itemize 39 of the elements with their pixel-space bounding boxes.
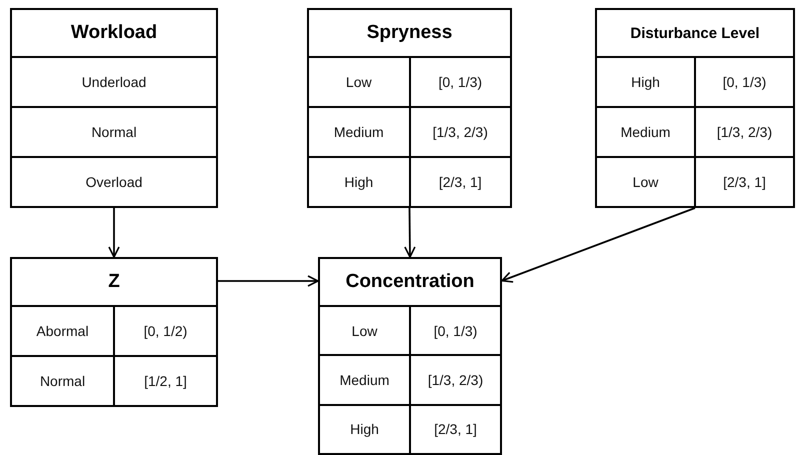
table-title: Spryness	[309, 10, 510, 58]
table-cell-text: Medium	[338, 370, 390, 390]
table-cell-text: Underload	[80, 73, 148, 92]
table-cell-text: Low	[344, 73, 373, 92]
table-cell: [0, 1/3)	[694, 58, 793, 106]
table-box	[595, 8, 795, 208]
table-cell: [2/3, 1]	[409, 406, 500, 453]
table-box	[10, 257, 218, 407]
table-box	[10, 8, 218, 208]
table-cell: [1/3, 2/3)	[694, 108, 793, 156]
table-cell: [0, 1/3)	[408, 58, 510, 106]
table-cell-text: Low	[632, 173, 660, 192]
table-cell: [1/3, 2/3)	[409, 356, 500, 404]
table-cell-text: Medium	[332, 123, 385, 142]
table-cell: [2/3, 1]	[694, 158, 793, 206]
table-cell: [0, 1/3)	[409, 307, 500, 354]
arrow	[218, 275, 319, 287]
arrow	[108, 208, 120, 258]
table-cell-text: Medium	[620, 123, 672, 142]
arrow	[501, 207, 696, 283]
table-cell-text: Normal	[90, 123, 138, 142]
table-title: Z	[12, 259, 216, 307]
table-box	[307, 8, 512, 208]
table-cell: [2/3, 1]	[408, 158, 510, 206]
table-title: Concentration	[320, 259, 500, 307]
table-cell-text: High	[349, 420, 380, 440]
table-cell-text: Overload	[84, 173, 144, 192]
table-cell-text: High	[343, 173, 374, 192]
table-cell: [0, 1/2)	[113, 307, 216, 355]
arrow	[404, 208, 416, 258]
table-cell: [1/2, 1]	[113, 357, 216, 405]
table-box	[318, 257, 502, 455]
table-title: Workload	[12, 10, 216, 58]
table-cell-text: Abormal	[35, 322, 90, 341]
table-cell-text: High	[630, 73, 661, 92]
table-cell: [1/3, 2/3)	[408, 108, 510, 156]
table-cell-text: Low	[350, 322, 378, 341]
table-cell-text: Normal	[38, 372, 86, 391]
table-title: Disturbance Level	[597, 10, 793, 58]
